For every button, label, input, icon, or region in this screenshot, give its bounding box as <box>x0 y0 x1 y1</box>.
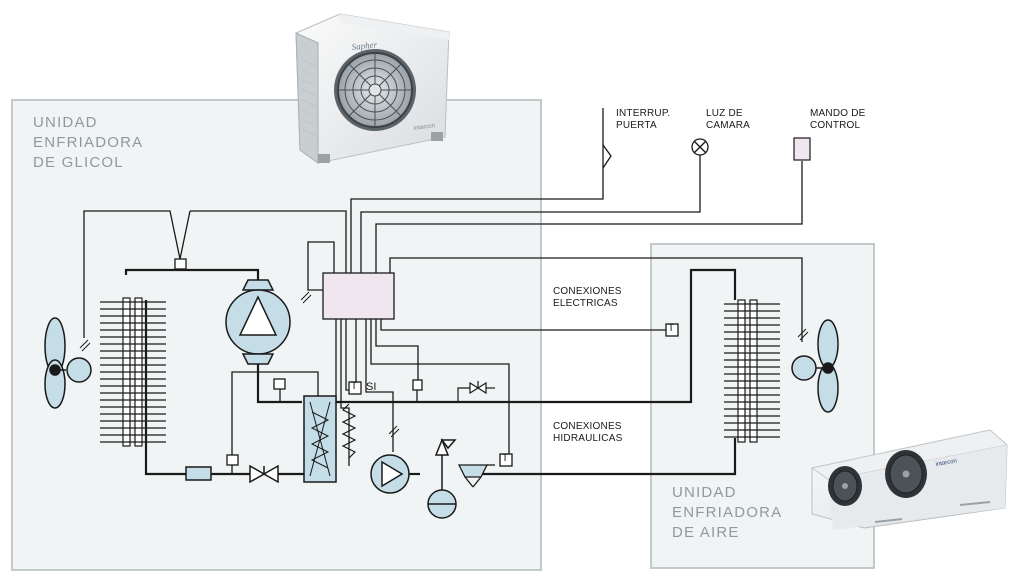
hydraulic-connections-line-1: CONEXIONES <box>553 421 622 432</box>
glycol-unit-line-3: DE GLICOL <box>33 154 124 171</box>
sensor-t-glyph-3: T <box>668 323 675 334</box>
air-unit-label: UNIDAD ENFRIADORA DE AIRE <box>672 483 782 543</box>
control-line-1: MANDO DE <box>810 108 866 119</box>
heater-resistance-icon <box>341 403 357 459</box>
plate-heat-exchanger-icon <box>303 395 337 483</box>
chamber-light-line-2: CAMARA <box>706 120 750 131</box>
sensor-t-glyph-1: T <box>351 381 358 392</box>
electrical-connections-line-1: CONEXIONES <box>553 286 622 297</box>
hydraulic-connections-line-2: HIDRAULICAS <box>553 433 623 444</box>
air-unit-line-2: ENFRIADORA <box>672 504 783 521</box>
glycol-unit-line-2: ENFRIADORA <box>33 134 144 151</box>
compressor-icon <box>225 279 291 365</box>
air-unit-line-1: UNIDAD <box>672 484 737 501</box>
expansion-vessel-icon <box>427 437 457 519</box>
control-line-2: CONTROL <box>810 120 861 131</box>
door-switch-label: INTERRUP. PUERTA <box>616 108 670 132</box>
cable-marks <box>79 291 809 438</box>
evaporator-fan-2 <box>885 450 927 498</box>
electrical-connections-line-2: ELECTRICAS <box>553 298 618 309</box>
chamber-light-label: LUZ DE CAMARA <box>706 108 750 132</box>
air-evaporator-unit-image: intarcon <box>810 429 1009 530</box>
glycol-condenser-fan-icon <box>44 317 92 409</box>
air-evaporator-coil <box>724 299 780 443</box>
electrical-connections-label: CONEXIONES ELECTRICAS <box>553 286 622 310</box>
door-switch-line-2: PUERTA <box>616 120 657 131</box>
electrical-wiring <box>83 108 803 466</box>
evaporator-brand-text: intarcon <box>935 458 957 468</box>
pump-icon <box>370 454 410 494</box>
door-switch-line-1: INTERRUP. <box>616 108 671 119</box>
sensor-t-glyph-2: T <box>502 453 509 464</box>
pressostat-icons <box>174 258 423 474</box>
control-label: MANDO DE CONTROL <box>810 108 866 132</box>
outdoor-brand-text: Sapher <box>351 39 378 52</box>
outdoor-model-text: intarcon <box>413 123 435 132</box>
glycol-unit-line-1: UNIDAD <box>33 114 98 131</box>
chamber-light-icon <box>691 138 709 156</box>
manual-valve-icon <box>457 381 495 402</box>
filter-drier-icon <box>185 466 212 481</box>
air-evaporator-fan-icon <box>791 319 839 413</box>
hydraulic-connections-label: CONEXIONES HIDRAULICAS <box>553 421 622 445</box>
glycol-unit-label: UNIDAD ENFRIADORA DE GLICOL <box>33 113 143 173</box>
temperature-sensor-icons <box>348 323 679 467</box>
air-unit-line-3: DE AIRE <box>672 524 740 541</box>
control-panel-box <box>322 272 395 320</box>
control-unit-icon <box>793 137 811 161</box>
water-filter-icon <box>457 464 495 488</box>
evaporator-fan-1 <box>828 466 862 506</box>
outdoor-condensing-unit-image: Sapher intarcon <box>295 13 450 164</box>
sensor-si-label: SI <box>366 381 377 393</box>
expansion-valve-icon <box>249 464 279 484</box>
glycol-condenser-coil <box>100 297 166 447</box>
chamber-light-line-1: LUZ DE <box>706 108 743 119</box>
